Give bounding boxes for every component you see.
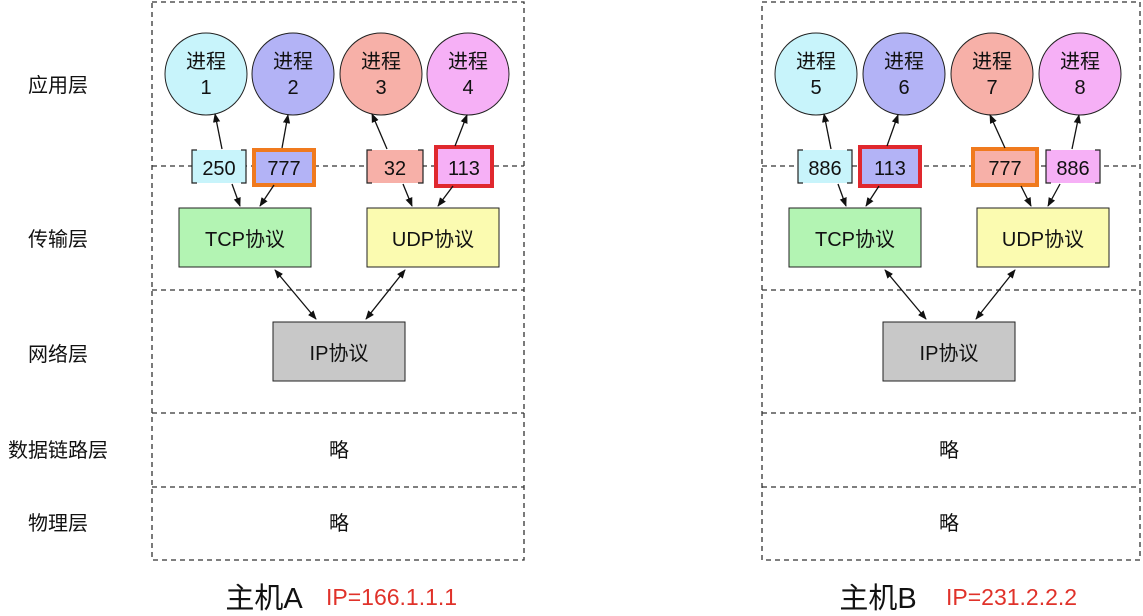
datalink-omitted-b: 略 <box>939 439 959 462</box>
layer-label-physical: 物理层 <box>28 512 88 535</box>
host-a-ip: IP=166.1.1.1 <box>326 584 457 610</box>
physical-omitted-a: 略 <box>329 512 349 535</box>
process-4-word: 进程 <box>448 50 488 73</box>
process-4: 进程 4 <box>426 32 510 116</box>
port-113-a: 113 <box>434 145 494 188</box>
process-2-word: 进程 <box>273 50 313 73</box>
tcp-protocol-a-label: TCP协议 <box>205 228 285 251</box>
port-777-a: 777 <box>252 148 316 187</box>
process-7-word: 进程 <box>972 50 1012 73</box>
port-32: 32 <box>366 149 424 184</box>
tcp-protocol-b-label: TCP协议 <box>815 228 895 251</box>
process-5: 进程 5 <box>774 32 858 116</box>
process-6-word: 进程 <box>884 50 924 73</box>
process-8: 进程 8 <box>1038 32 1122 116</box>
udp-protocol-b: UDP协议 <box>976 207 1110 268</box>
host-b-ip: IP=231.2.2.2 <box>946 584 1077 610</box>
port-886-b2-label: 886 <box>1056 158 1089 180</box>
process-4-num: 4 <box>462 77 473 99</box>
host-b: 进程 5 进程 6 进程 7 进程 8 886 113 77 <box>761 1 1141 615</box>
datalink-omitted-a: 略 <box>329 439 349 462</box>
ip-protocol-b: IP协议 <box>882 321 1016 382</box>
process-3: 进程 3 <box>339 32 423 116</box>
process-3-word: 进程 <box>361 50 401 73</box>
process-6-num: 6 <box>898 77 909 99</box>
port-886-b1: 886 <box>797 149 853 184</box>
process-5-num: 5 <box>810 77 821 99</box>
layer-label-application: 应用层 <box>28 74 88 97</box>
process-6: 进程 6 <box>862 32 946 116</box>
process-8-word: 进程 <box>1060 50 1100 73</box>
udp-protocol-a: UDP协议 <box>366 207 500 268</box>
process-7: 进程 7 <box>950 32 1034 116</box>
host-a-name: 主机A <box>225 582 303 615</box>
port-777-a-label: 777 <box>267 158 300 180</box>
ip-protocol-b-label: IP协议 <box>920 342 979 365</box>
port-113-b-label: 113 <box>874 158 906 180</box>
ip-protocol-a: IP协议 <box>272 321 406 382</box>
layer-label-datalink: 数据链路层 <box>8 439 108 462</box>
port-886-b1-label: 886 <box>808 158 841 180</box>
layer-label-transport: 传输层 <box>28 228 88 251</box>
tcp-protocol-b: TCP协议 <box>788 207 922 268</box>
udp-protocol-b-label: UDP协议 <box>1002 228 1084 251</box>
port-113-a-label: 113 <box>448 158 480 180</box>
process-1: 进程 1 <box>164 32 248 116</box>
process-1-word: 进程 <box>186 50 226 73</box>
udp-protocol-a-label: UDP协议 <box>392 228 474 251</box>
port-777-b-label: 777 <box>988 158 1021 180</box>
tcp-protocol-a: TCP协议 <box>178 207 312 268</box>
layer-label-network: 网络层 <box>28 343 88 366</box>
process-2: 进程 2 <box>251 32 335 116</box>
port-32-label: 32 <box>384 158 406 180</box>
process-5-word: 进程 <box>796 50 836 73</box>
host-a: 进程 1 进程 2 进程 3 进程 4 250 777 <box>151 1 525 615</box>
process-7-num: 7 <box>986 77 997 99</box>
host-b-name: 主机B <box>839 582 916 615</box>
process-3-num: 3 <box>375 77 386 99</box>
port-250: 250 <box>191 149 247 184</box>
port-777-b: 777 <box>971 147 1039 187</box>
process-2-num: 2 <box>287 77 298 99</box>
process-8-num: 8 <box>1074 77 1085 99</box>
port-886-b2: 886 <box>1045 149 1101 184</box>
process-1-num: 1 <box>200 77 211 99</box>
port-113-b: 113 <box>858 145 922 188</box>
physical-omitted-b: 略 <box>939 512 959 535</box>
ip-protocol-a-label: IP协议 <box>310 342 369 365</box>
port-250-label: 250 <box>202 158 235 180</box>
